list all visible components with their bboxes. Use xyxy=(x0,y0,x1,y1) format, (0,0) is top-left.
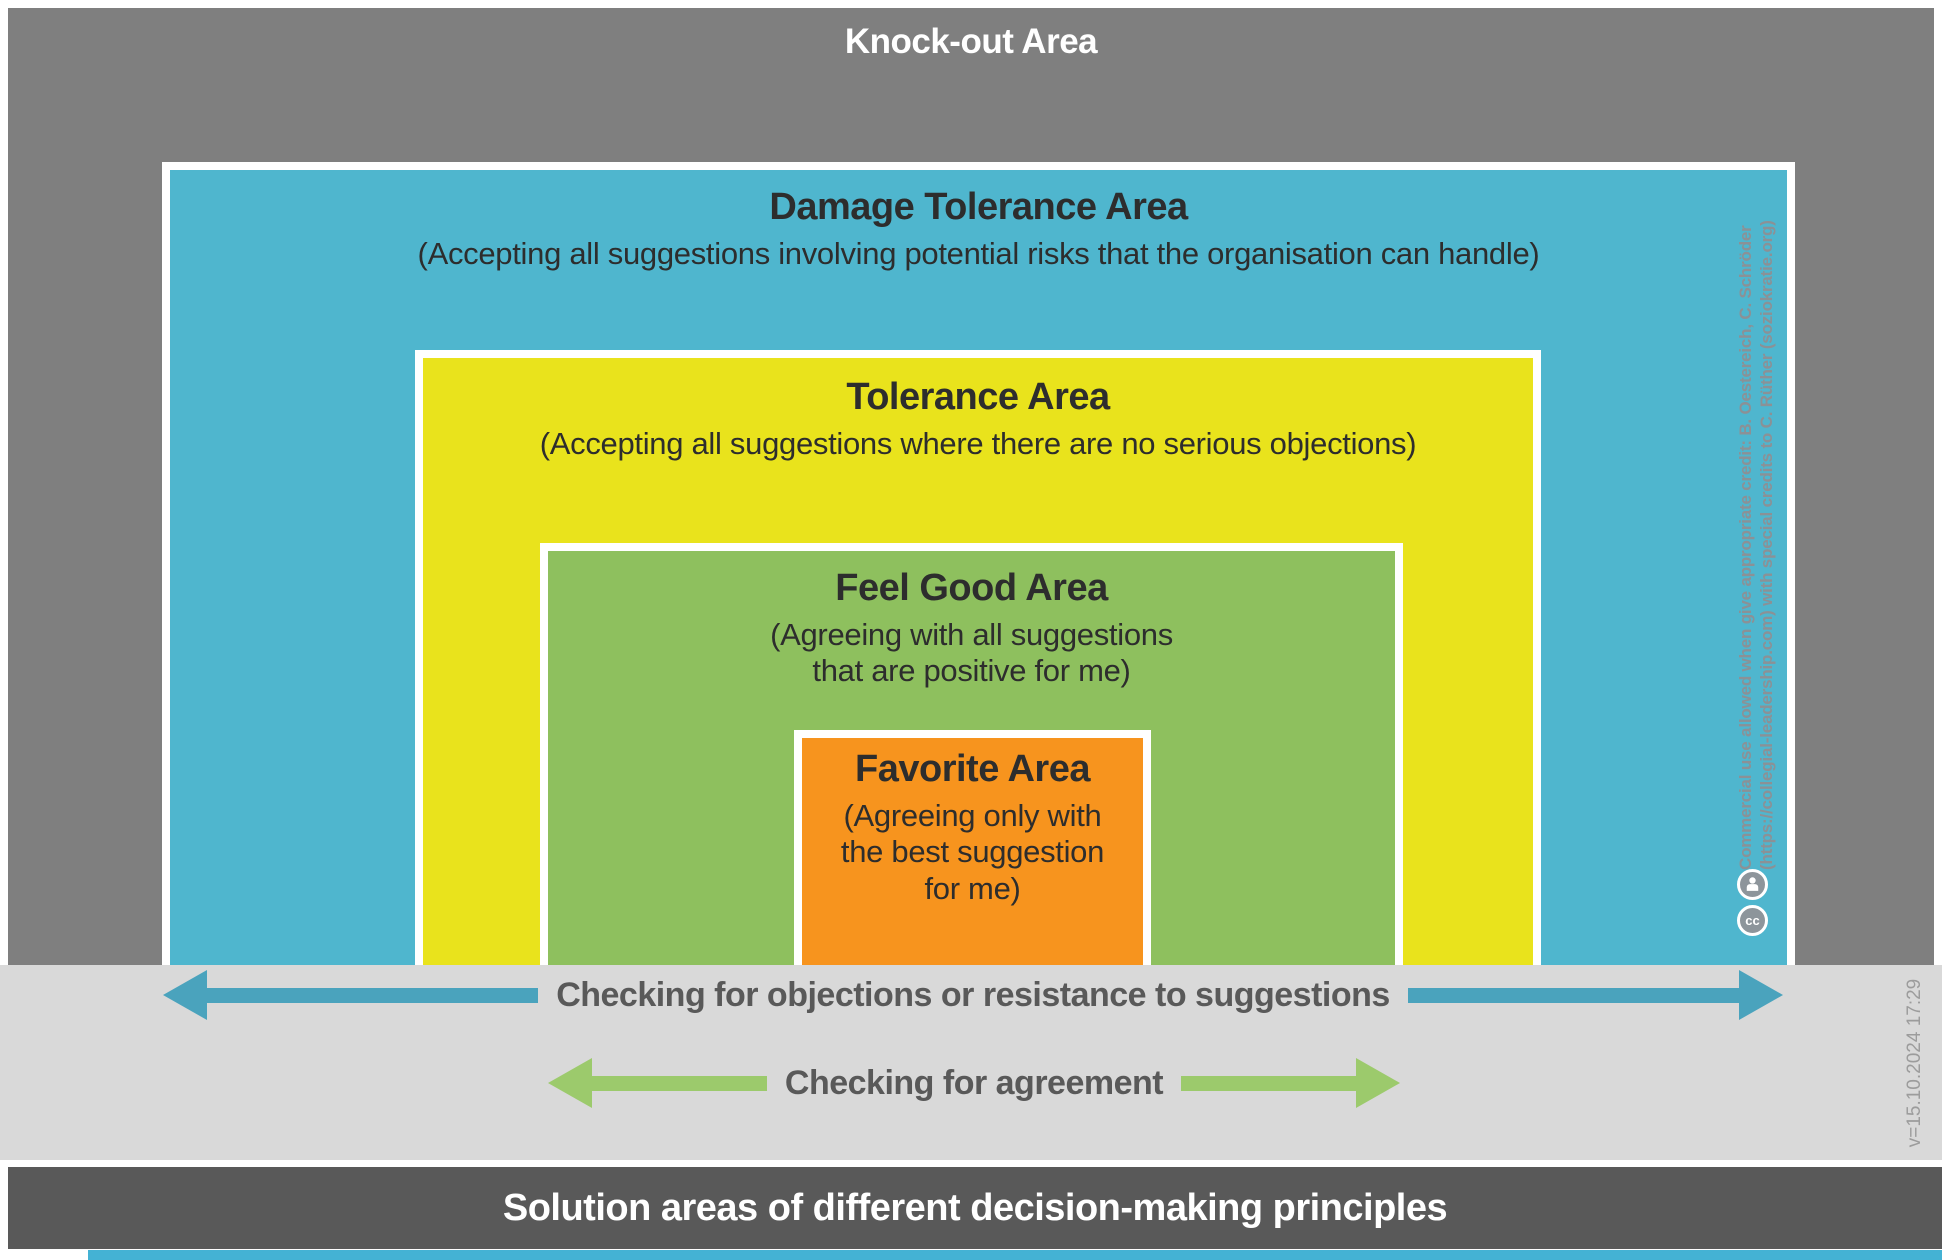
favorite-area: Favorite Area (Agreeing only with the be… xyxy=(794,730,1151,965)
arrow-shaft xyxy=(207,987,539,1003)
objections-arrow-label: Checking for objections or resistance to… xyxy=(556,975,1390,1014)
right-arrowhead-icon xyxy=(1739,970,1783,1020)
favorite-subtitle-line-3: for me) xyxy=(924,870,1021,906)
license-credits-line-2: (https://collegial-leadership.com) with … xyxy=(1757,220,1776,870)
left-arrowhead-icon xyxy=(548,1058,592,1108)
damage-tolerance-area-title: Damage Tolerance Area xyxy=(769,186,1188,228)
agreement-arrow: Checking for agreement xyxy=(548,1058,1400,1108)
damage-tolerance-area-subtitle: (Accepting all suggestions involving pot… xyxy=(417,235,1540,271)
cc-attribution-person-icon xyxy=(1737,869,1768,900)
right-arrowhead-icon xyxy=(1356,1058,1400,1108)
bottom-accent-strip xyxy=(88,1250,1942,1260)
creative-commons-icon: cc xyxy=(1737,905,1768,936)
footer-bar: Solution areas of different decision-mak… xyxy=(8,1167,1942,1249)
version-stamp: v=15.10.2024 17:29 xyxy=(1904,978,1925,1148)
footer-title: Solution areas of different decision-mak… xyxy=(502,1186,1448,1229)
arrow-shaft xyxy=(1407,987,1739,1003)
license-credits: Commercial use allowed when give appropr… xyxy=(1735,220,1779,870)
favorite-area-title: Favorite Area xyxy=(855,748,1090,790)
feel-good-area-subtitle: (Agreeing with all suggestions that are … xyxy=(548,617,1395,690)
favorite-area-subtitle: (Agreeing only with the best suggestion … xyxy=(802,798,1143,908)
person-glyph xyxy=(1746,877,1759,891)
arrow-shaft xyxy=(592,1075,767,1091)
left-arrowhead-icon xyxy=(163,970,207,1020)
agreement-arrow-label: Checking for agreement xyxy=(784,1063,1164,1102)
feel-good-area-title: Feel Good Area xyxy=(835,567,1108,609)
tolerance-area-title: Tolerance Area xyxy=(846,376,1110,418)
tolerance-area-subtitle: (Accepting all suggestions where there a… xyxy=(539,425,1417,461)
knock-out-area-title: Knock-out Area xyxy=(844,22,1098,61)
feel-good-subtitle-line-2: that are positive for me) xyxy=(812,653,1131,689)
favorite-subtitle-line-1: (Agreeing only with xyxy=(843,797,1102,833)
license-credits-line-1: Commercial use allowed when give appropr… xyxy=(1736,225,1755,870)
favorite-subtitle-line-2: the best suggestion xyxy=(840,834,1105,870)
objections-arrow: Checking for objections or resistance to… xyxy=(163,970,1783,1020)
arrow-shaft xyxy=(1181,1075,1356,1091)
feel-good-subtitle-line-1: (Agreeing with all suggestions xyxy=(770,616,1173,652)
